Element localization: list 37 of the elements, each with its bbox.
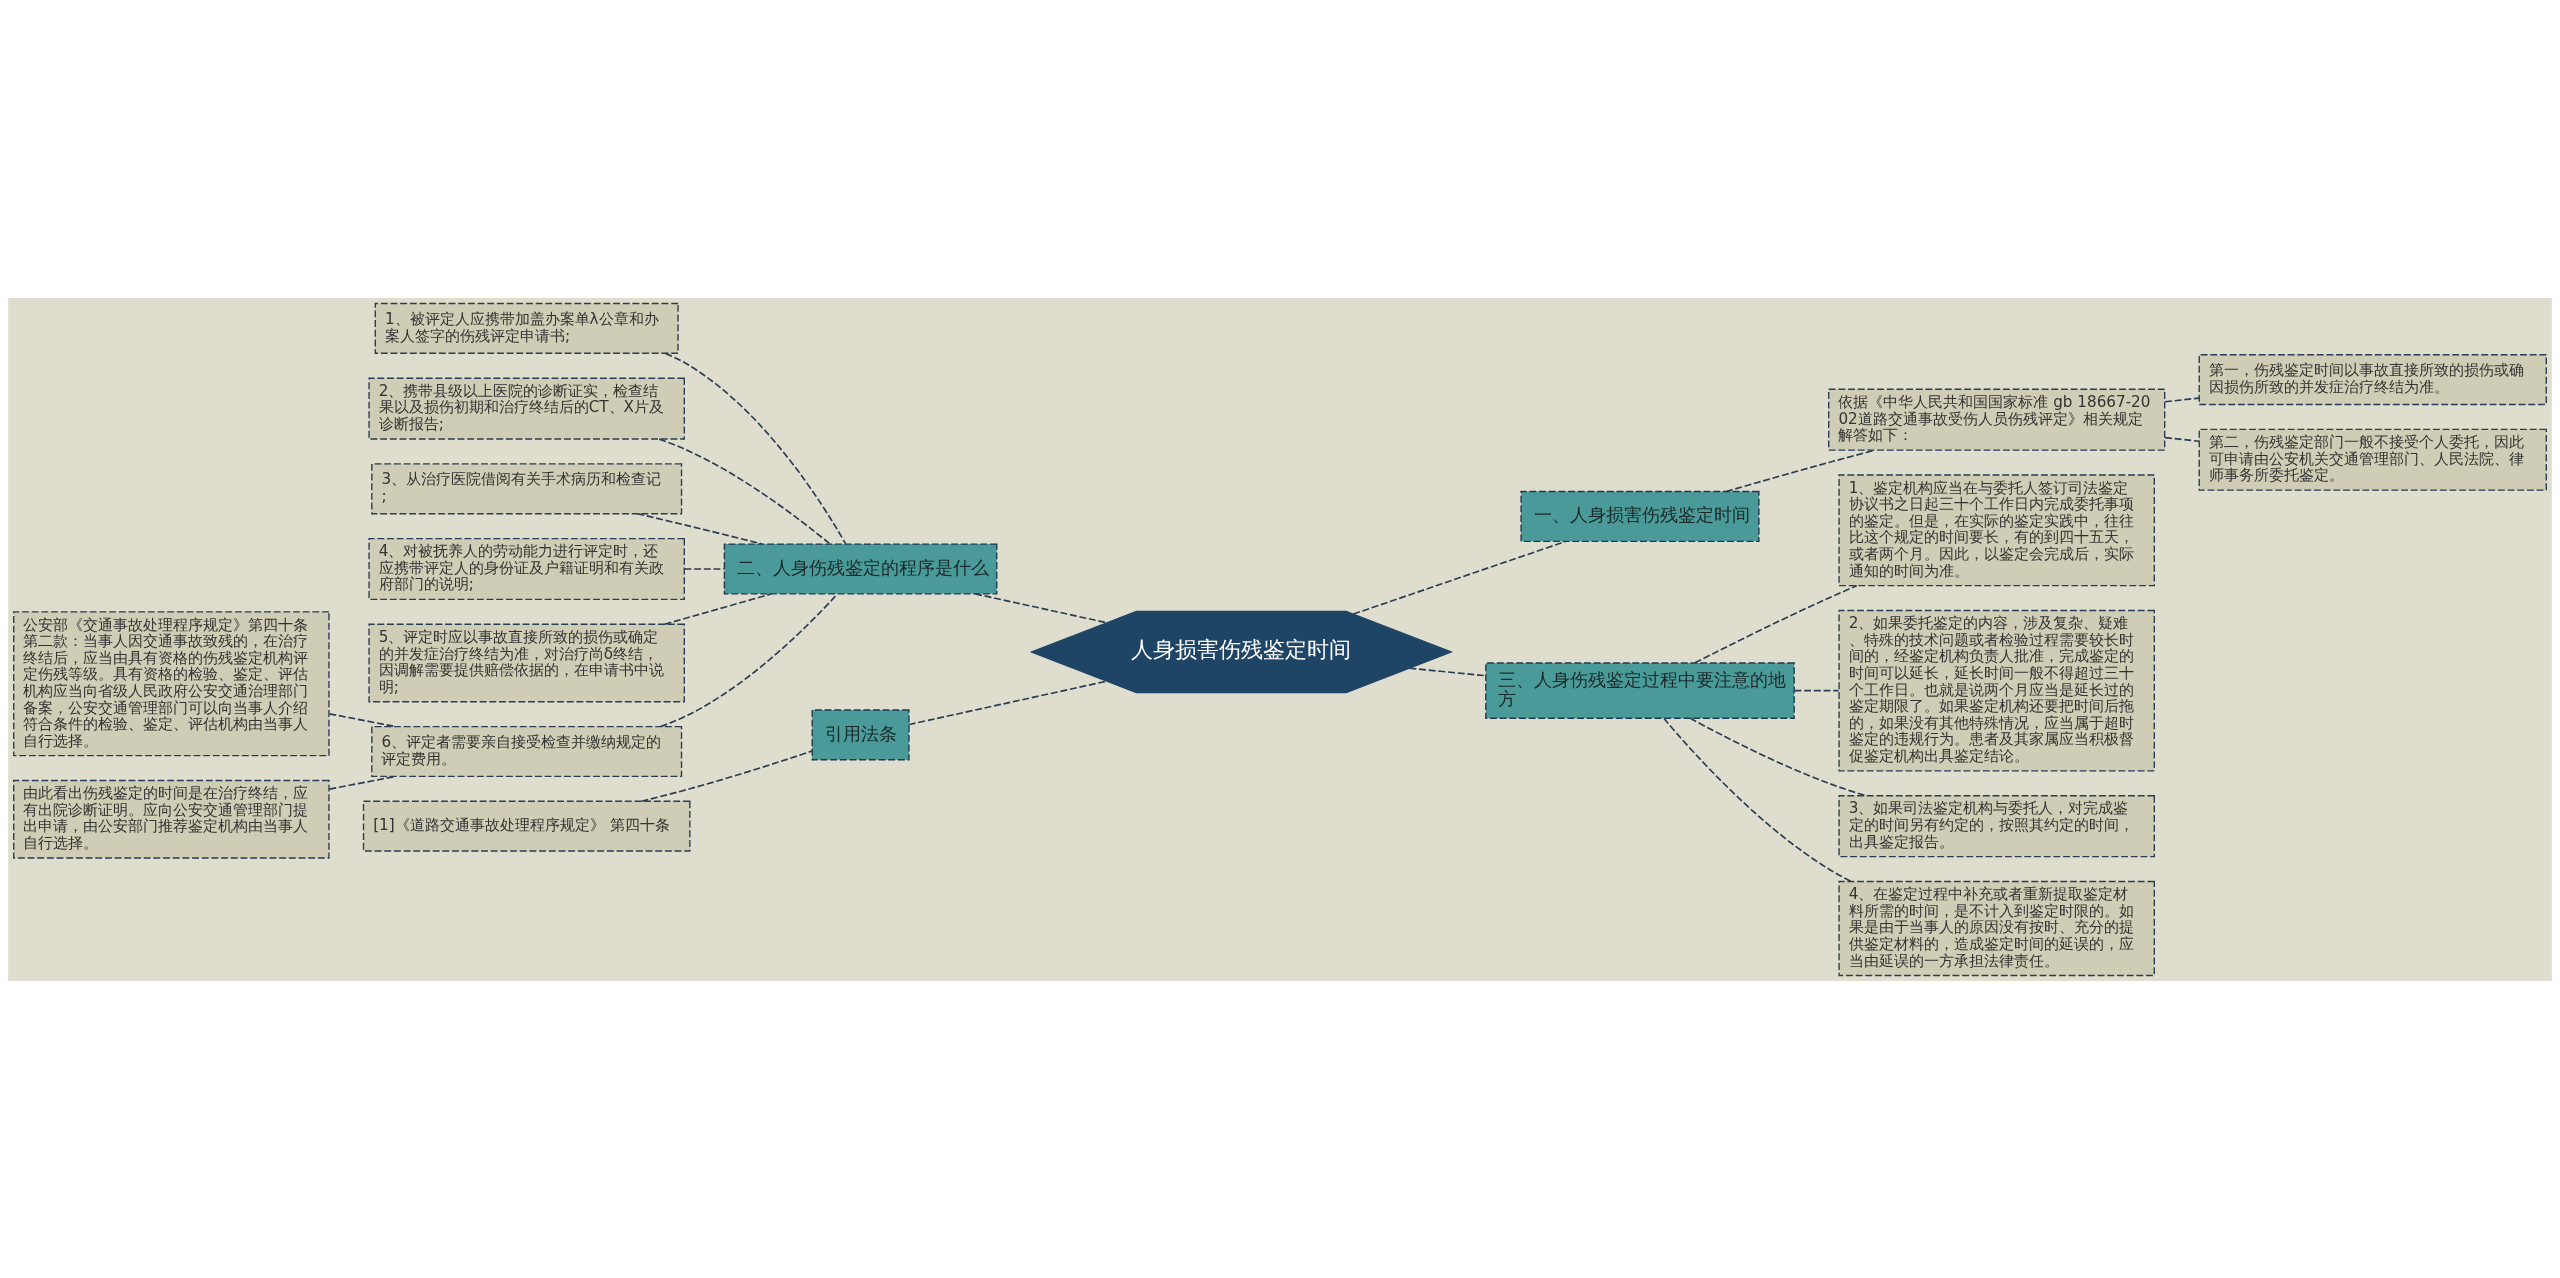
connector <box>683 567 725 570</box>
node-box: 6、评定者需要亲自接受检查并缴纳规定的评定费用。 <box>371 725 683 777</box>
node-box: 第一，伤残鉴定时间以事故直接所致的损伤或确因损伤所致的并发症治疗终结为准。 <box>2198 353 2547 405</box>
connector <box>1663 717 1852 882</box>
node-box: 由此看出伤残鉴定的时间是在治疗终结，应有出院诊断证明。应向公安交通管理部门提出申请，由公安部门推荐鉴定机构由当事人自行选择。 <box>13 779 330 859</box>
node-box: 5、评定时应以事故直接所致的损伤或确定的并发症治疗终结为准，对治疗尚δ终结，因调解需要提供赔偿依据的，在申请书中说明; <box>368 623 685 702</box>
node-box: 3、如果司法鉴定机构与委托人，对完成鉴定的时间另有约定的，按照其约定的时间，出具鉴定报告。 <box>1838 794 2155 857</box>
connector <box>1352 540 1567 615</box>
connector <box>1408 666 1487 676</box>
node-box: 2、携带县级以上医院的诊断证实，检查结果以及损伤初期和治疗终结后的CT、X片及诊断报告; <box>368 377 685 440</box>
node-box: 4、对被抚养人的劳动能力进行评定时，还应携带评定人的身份证及户籍证明和有关政府部门的说明; <box>368 537 685 600</box>
node-box: 第二，伤残鉴定部门一般不接受个人委托，因此可申请由公安机关交通管理部门、人民法院、律师事务所委托鉴定。 <box>2198 428 2547 491</box>
node-box: [1]《道路交通事故处理程序规定》 第四十条 <box>362 800 691 852</box>
connector <box>2164 396 2200 403</box>
connector <box>664 352 847 545</box>
node-box: 依据《中华人民共和国国家标准 gb 18667-2002道路交通事故受伤人员伤残评定》相关规定解答如下： <box>1828 388 2166 451</box>
node-box: 1、被评定人应携带加盖办案单λ公章和办案人签字的伤残评定申请书; <box>374 302 679 354</box>
node-box: 引用法条 <box>811 708 910 760</box>
node-box: 二、人身伤残鉴定的程序是什么 <box>723 542 998 595</box>
connector <box>1725 448 1876 492</box>
node-box: 3、从治疗医院借阅有关手术病历和检查记; <box>371 462 683 514</box>
connector <box>659 592 839 727</box>
node-box: 公安部《交通事故处理程序规定》第四十条第二款：当事人因交通事故致残的，在治疗终结后，应当由具有资格的伤残鉴定机构评定伤残等级。具有资格的检验、鉴定、评估机构应当向省级人民政府公安交通治理部门备案，公安交通管理部门可以向当事人介绍符合条件的检验、鉴定、评估机构由当事人自行选择。 <box>13 610 330 756</box>
connector <box>908 679 1108 725</box>
node-box: 三、人身伤残鉴定过程中要注意的地方 <box>1485 661 1795 719</box>
connector <box>658 437 831 545</box>
node-box: 2、如果委托鉴定的内容，涉及复杂、疑难、特殊的技术问题或者检验过程需要较长时间的，经鉴定机构负责人批准，完成鉴定的时间可以延长，延长时间一般不得超过三十个工作日。也就是说两个月应当是延长过的鉴定期限了。如果鉴定机构还要把时间后拖的，如果没有其他特殊情况，应当属于超时鉴定的违规行为。患者及其家属应当积极督促鉴定机构出具鉴定结论。 <box>1838 609 2155 772</box>
connector <box>974 592 1108 624</box>
connector <box>663 592 772 625</box>
node-box: 1、鉴定机构应当在与委托人签订司法鉴定协议书之日起三十个工作日内完成委托事项的鉴定。但是，在实际的鉴定实践中，往往比这个规定的时间要长，有的到四十五天，或者两个月。因此，以鉴定会完成后，实际通知的时间为准。 <box>1838 473 2155 586</box>
connector <box>1694 584 1858 664</box>
connector <box>640 749 813 802</box>
connector <box>2164 436 2200 442</box>
connector <box>1793 689 1840 691</box>
node-box: 一、人身损害伤残鉴定时间 <box>1520 490 1760 542</box>
connector <box>1689 716 1867 796</box>
node-box: 4、在鉴定过程中补充或者重新提取鉴定材料所需的时间，是不计入到鉴定时限的。如果是由于当事人的原因没有按时、充分的提供鉴定材料的，造成鉴定时间的延误的，应当由延误的一方承担法律责任。 <box>1838 880 2155 976</box>
